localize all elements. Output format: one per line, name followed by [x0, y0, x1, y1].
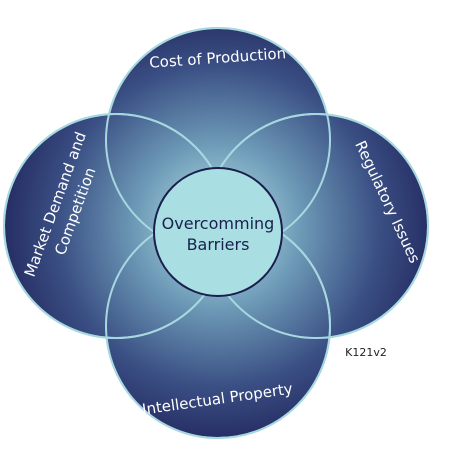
diagram-code: K121v2 — [345, 346, 387, 359]
center-circle — [153, 167, 283, 297]
center-label-line1: Overcomming — [162, 214, 275, 233]
center-label-line2: Barriers — [187, 235, 250, 254]
